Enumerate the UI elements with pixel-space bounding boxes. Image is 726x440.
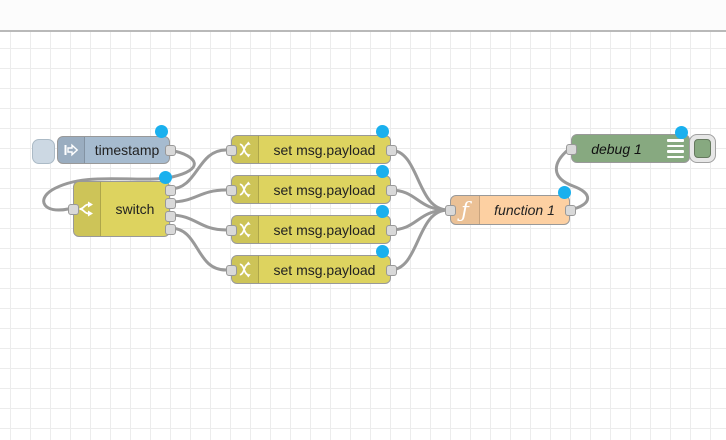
node-debug[interactable]: debug 1 — [566, 126, 690, 163]
node-switch[interactable]: switch — [68, 171, 176, 237]
output-port-1[interactable] — [165, 185, 176, 196]
node-label: function 1 — [494, 202, 555, 218]
node-change-3[interactable]: set msg.payload — [226, 205, 397, 244]
wire-switch3-to-change3[interactable] — [168, 213, 228, 232]
modified-indicator — [159, 171, 172, 184]
output-port-4[interactable] — [165, 224, 176, 235]
input-port[interactable] — [226, 185, 237, 196]
node-label: set msg.payload — [273, 261, 376, 278]
wire-function-to-debug[interactable] — [554, 147, 590, 212]
node-inject-timestamp[interactable]: timestamp — [57, 125, 176, 164]
node-label: set msg.payload — [273, 181, 376, 198]
input-port[interactable] — [226, 145, 237, 156]
modified-indicator — [376, 245, 389, 258]
node-label: set msg.payload — [273, 221, 376, 238]
output-port-2[interactable] — [165, 198, 176, 209]
modified-indicator — [675, 126, 688, 139]
modified-indicator — [155, 125, 168, 138]
node-change-1[interactable]: set msg.payload — [226, 125, 397, 164]
input-port[interactable] — [226, 225, 237, 236]
debug-toggle-state — [694, 139, 711, 158]
wire-change4-to-function[interactable] — [388, 208, 450, 272]
debug-toggle-button[interactable] — [689, 134, 716, 163]
output-port[interactable] — [386, 145, 397, 156]
input-port[interactable] — [566, 144, 577, 155]
wire-switch1-to-change1[interactable] — [168, 148, 228, 191]
node-change-4[interactable]: set msg.payload — [226, 245, 397, 284]
wire-switch2-to-change2[interactable] — [168, 188, 228, 204]
inject-arrow-icon — [58, 137, 85, 163]
modified-indicator — [376, 125, 389, 138]
input-port[interactable] — [445, 205, 456, 216]
input-port[interactable] — [226, 265, 237, 276]
node-label: debug 1 — [591, 140, 642, 157]
node-change-2[interactable]: set msg.payload — [226, 165, 397, 204]
shuffle-icon — [232, 216, 259, 243]
output-port[interactable] — [565, 205, 576, 216]
output-port[interactable] — [386, 185, 397, 196]
input-port[interactable] — [68, 204, 79, 215]
wire-switch4-to-change4[interactable] — [168, 226, 228, 272]
modified-indicator — [558, 186, 571, 199]
modified-indicator — [376, 165, 389, 178]
node-label: timestamp — [94, 142, 160, 158]
node-function[interactable]: ƒ function 1 — [445, 186, 576, 225]
node-label: set msg.payload — [273, 141, 376, 158]
inject-trigger-button[interactable] — [32, 139, 55, 164]
wire-inject-to-switch[interactable] — [42, 148, 196, 212]
list-icon — [661, 135, 689, 162]
editor-header-strip — [0, 0, 726, 32]
output-port-3[interactable] — [165, 211, 176, 222]
fork-icon — [74, 182, 101, 236]
output-port[interactable] — [386, 265, 397, 276]
node-label: switch — [115, 201, 155, 217]
output-port[interactable] — [386, 225, 397, 236]
wire-change1-to-function[interactable] — [388, 148, 450, 212]
modified-indicator — [376, 205, 389, 218]
output-port[interactable] — [165, 145, 176, 156]
